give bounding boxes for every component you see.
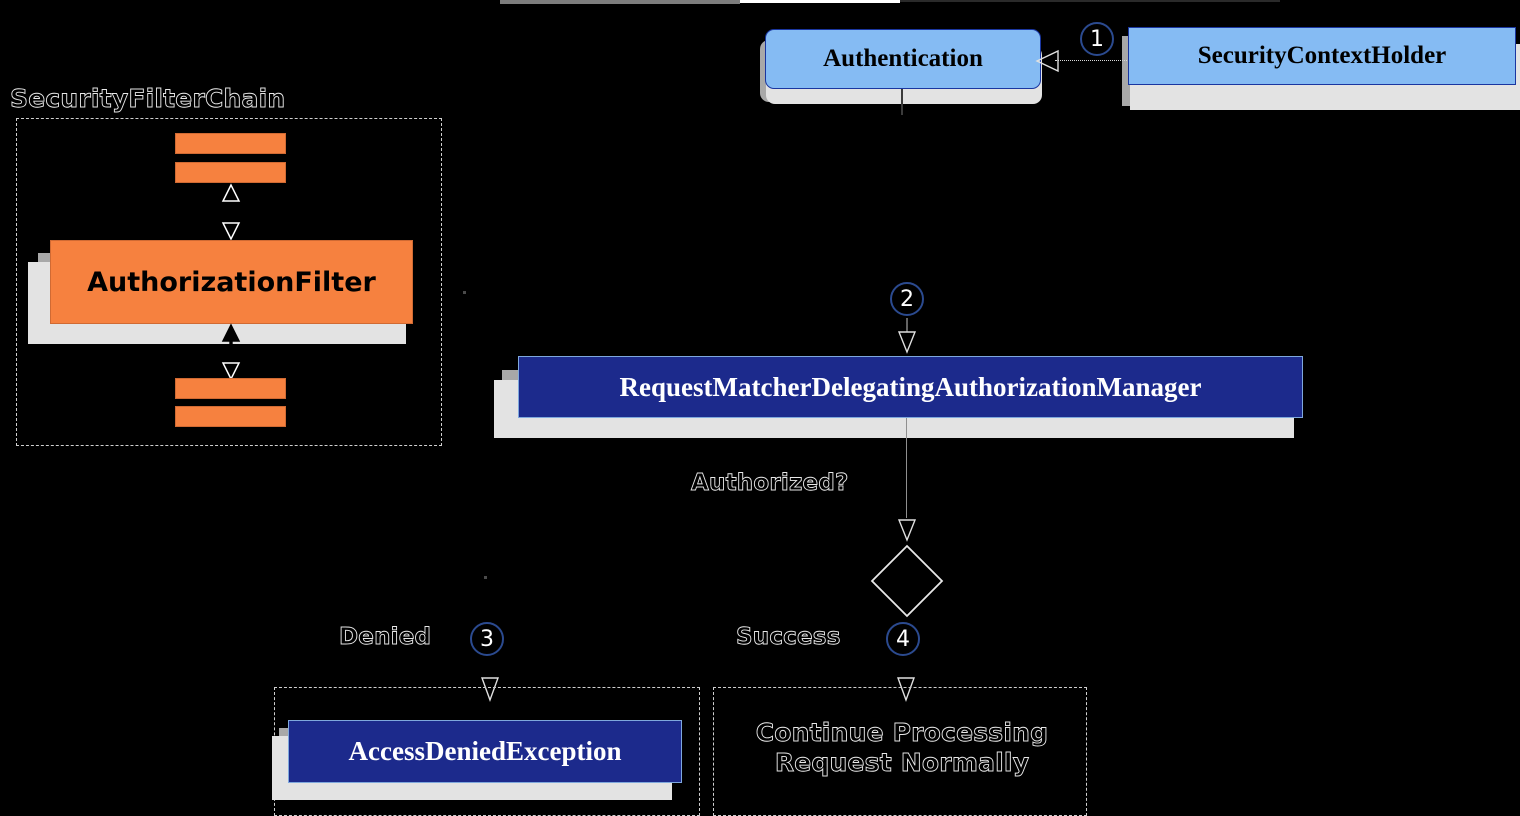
node-authentication-label: Authentication [823, 45, 983, 72]
edge-label-denied: Denied [339, 624, 432, 651]
marker-dot-lower-left [484, 576, 487, 579]
node-security-context-holder[interactable]: SecurityContextHolder [1128, 27, 1516, 85]
badge-4: 4 [886, 622, 920, 656]
security-filter-chain-title-text: SecurityFilterChain [10, 84, 286, 114]
badge-1-number: 1 [1090, 26, 1104, 52]
badge-3-number: 3 [480, 626, 494, 652]
offscreen-element-top-3 [900, 0, 1280, 2]
edge-label-authorized: Authorized? [691, 470, 849, 497]
filter-bar-1[interactable] [175, 133, 286, 154]
edge-sch-to-authentication-arrowhead [1035, 49, 1059, 73]
badge-4-number: 4 [896, 626, 910, 652]
filter-bar-3[interactable] [175, 378, 286, 399]
node-continue-processing-line1: Continue Processing [755, 718, 1049, 748]
edge-label-success-text: Success [736, 624, 841, 651]
edge-success-arrowhead [897, 677, 915, 703]
edge-authorization-filter-to-filters-lower [221, 323, 241, 381]
offscreen-element-top [500, 0, 740, 4]
edge-label-denied-text: Denied [339, 624, 432, 651]
node-authorization-manager-label: RequestMatcherDelegatingAuthorizationMan… [619, 371, 1202, 402]
node-continue-processing: Continue Processing Request Normally [735, 718, 1069, 777]
filter-bar-2[interactable] [175, 162, 286, 183]
marker-dot-right-of-chain [463, 291, 466, 294]
node-access-denied-exception-label: AccessDeniedException [348, 736, 622, 766]
node-security-context-holder-label: SecurityContextHolder [1197, 42, 1447, 69]
edge-denied-arrowhead [481, 677, 499, 703]
decision-diamond[interactable] [869, 543, 945, 619]
edge-label-success: Success [736, 624, 841, 651]
edge-label-authorized-text: Authorized? [691, 470, 849, 497]
badge-2-number: 2 [900, 286, 914, 312]
node-continue-processing-line2: Request Normally [774, 747, 1030, 777]
badge-3: 3 [470, 622, 504, 656]
edge-authorized-line [906, 418, 908, 518]
edge-to-authorization-manager-arrowhead [897, 318, 917, 354]
node-authorization-filter-label: AuthorizationFilter [87, 266, 376, 298]
offscreen-element-top-2 [740, 0, 900, 3]
security-filter-chain-container [16, 118, 442, 446]
filter-bar-4[interactable] [175, 406, 286, 427]
badge-1: 1 [1080, 22, 1114, 56]
node-authorization-manager[interactable]: RequestMatcherDelegatingAuthorizationMan… [518, 356, 1303, 418]
node-access-denied-exception[interactable]: AccessDeniedException [288, 720, 682, 783]
node-authentication[interactable]: Authentication [765, 29, 1041, 89]
security-filter-chain-title: SecurityFilterChain [10, 84, 286, 114]
node-authorization-filter[interactable]: AuthorizationFilter [50, 240, 413, 324]
edge-authentication-down [901, 89, 903, 115]
edge-authorized-arrowhead [897, 519, 917, 542]
edge-sch-to-authentication [1055, 60, 1127, 61]
edge-filters-to-authorization-filter-upper [221, 183, 241, 241]
badge-2: 2 [890, 282, 924, 316]
